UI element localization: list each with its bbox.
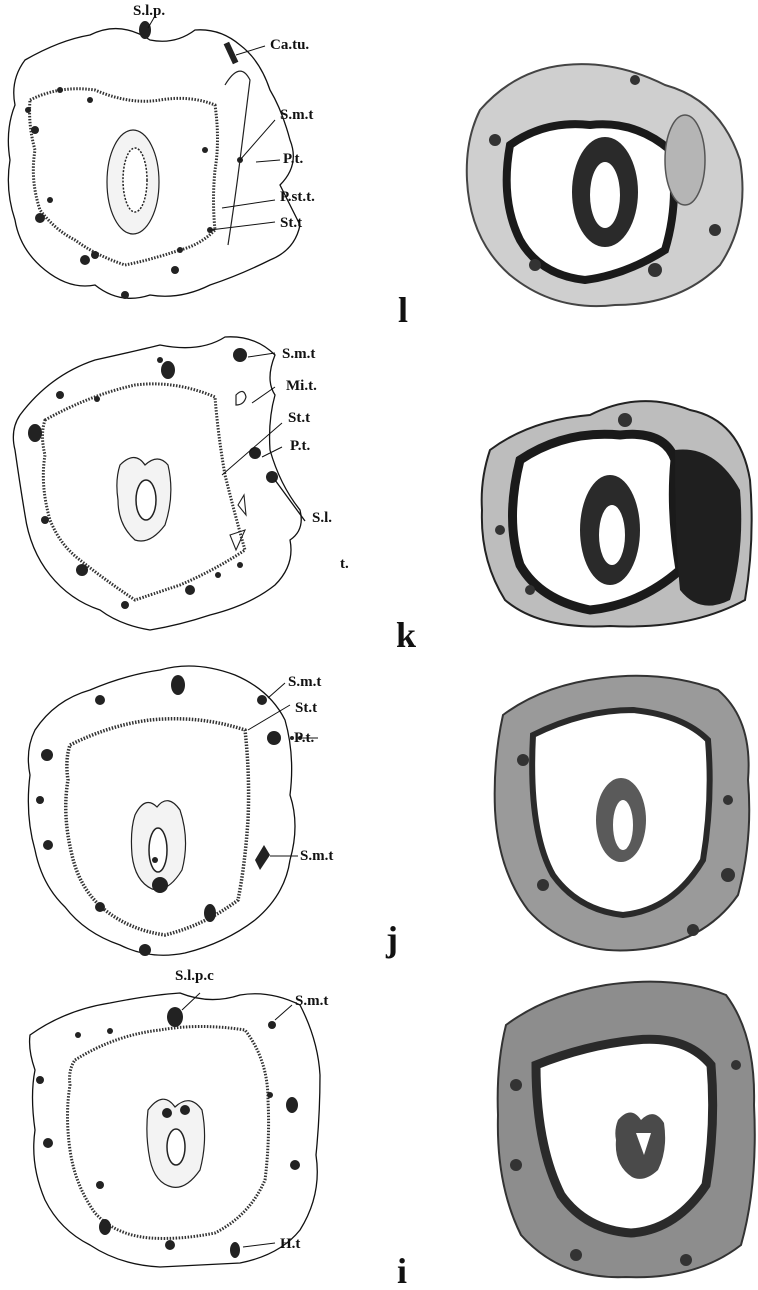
- drawing-k: [0, 325, 400, 645]
- label-stt: St.t: [288, 411, 310, 426]
- micrograph-k: [470, 390, 755, 630]
- label-sl: S.l.: [312, 511, 332, 526]
- panel-j: S.m.t St.t P.t. S.m.t j: [0, 645, 758, 965]
- label-t: t.: [340, 557, 349, 572]
- drawing-j: [0, 645, 400, 965]
- capsule-tubule: [225, 71, 250, 245]
- leader-stt: [210, 222, 275, 230]
- ca-tu-mark: [224, 42, 239, 64]
- label-smt-2: S.m.t: [300, 849, 333, 864]
- leader-stt: [222, 423, 282, 475]
- tubule-slit: [255, 845, 270, 870]
- lumen-inner: [149, 828, 167, 872]
- label-smt-1: S.m.t: [288, 675, 321, 690]
- label-pt: P.t.: [290, 439, 310, 454]
- label-smt: S.m.t: [280, 108, 313, 123]
- leader-smt: [240, 120, 275, 160]
- label-pt: P.t.: [294, 731, 314, 746]
- label-slpc: S.l.p.c: [175, 969, 214, 984]
- leader-ht: [243, 1243, 275, 1247]
- leader-sl: [275, 480, 305, 521]
- panel-i: S.l.p.c S.m.t H.t i: [0, 965, 758, 1290]
- panel-letter-j: j: [386, 921, 398, 957]
- label-ht: H.t: [280, 1237, 300, 1252]
- panel-letter-l: l: [398, 292, 408, 328]
- drawing-i: [0, 965, 400, 1290]
- leader-catu: [236, 46, 265, 55]
- label-pstt: P.st.t.: [280, 190, 315, 205]
- label-smt: S.m.t: [282, 347, 315, 362]
- micrograph-l: [455, 50, 755, 310]
- leader-smt-1: [268, 683, 285, 698]
- leader-slpc: [182, 993, 200, 1010]
- drawing-l: [0, 0, 400, 320]
- panel-letter-i: i: [397, 1253, 407, 1289]
- label-catu: Ca.tu.: [270, 38, 309, 53]
- label-pt: P.t.: [283, 152, 303, 167]
- label-slp: S.l.p.: [133, 4, 165, 19]
- leader-smt: [248, 353, 275, 357]
- micrograph-i: [486, 965, 758, 1290]
- tubule-slit-1: [238, 495, 246, 515]
- leader-smt: [275, 1005, 292, 1020]
- leader-pt: [256, 160, 280, 162]
- label-stt: St.t: [295, 701, 317, 716]
- label-mit: Mi.t.: [286, 379, 317, 394]
- label-stt: St.t: [280, 216, 302, 231]
- panel-k: S.m.t Mi.t. St.t P.t. S.l. t. k: [0, 325, 758, 645]
- mi-tubule: [236, 391, 246, 405]
- panel-l: S.l.p. Ca.tu. S.m.t P.t. P.st.t. St.t l: [0, 0, 758, 320]
- lumen-inner: [123, 148, 147, 212]
- leader-pstt: [222, 200, 275, 208]
- lumen-inner: [167, 1129, 185, 1165]
- label-smt: S.m.t: [295, 994, 328, 1009]
- lumen-inner: [136, 480, 156, 520]
- leader-mit: [252, 387, 275, 403]
- micrograph-j: [483, 660, 758, 960]
